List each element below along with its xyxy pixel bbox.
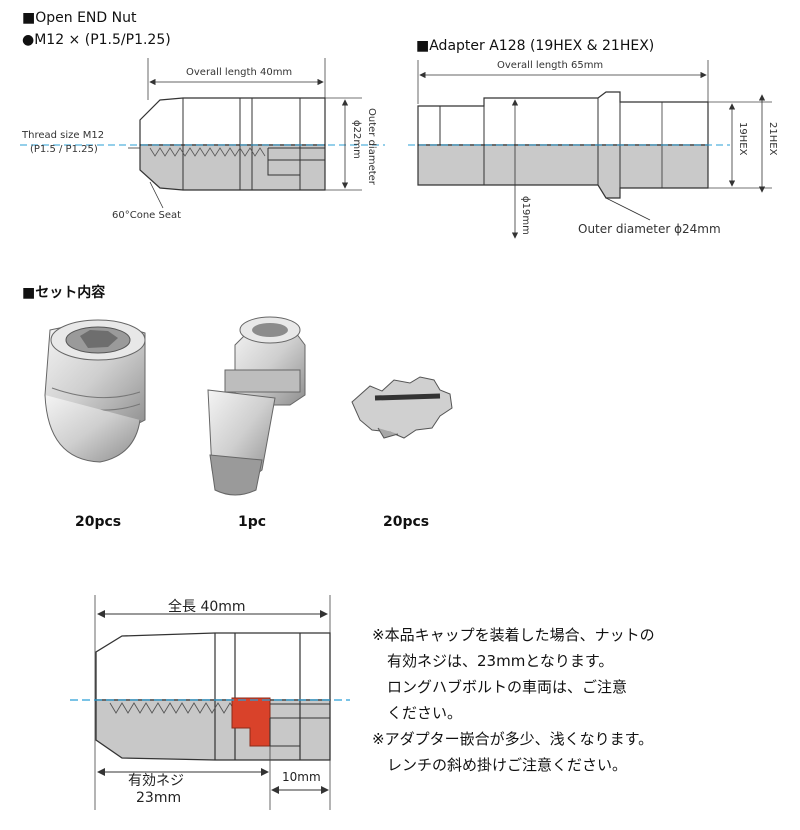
adapter-overall-length-label: Overall length 65mm — [497, 60, 604, 71]
nut-illustration — [44, 319, 146, 463]
cap-illustration — [351, 376, 453, 439]
cone-seat-label: 60°Cone Seat — [112, 210, 182, 221]
hex19-label: 19HEX — [737, 122, 748, 156]
adapter-quantity: 1pc — [238, 514, 267, 530]
thread-pitch-label: (P1.5 / P1.25) — [30, 144, 98, 155]
note-line: ください。 — [372, 704, 463, 722]
thread-size-label: Thread size M12 — [22, 130, 105, 141]
note-line: ※本品キャップを装着した場合、ナットの — [372, 626, 655, 644]
total-length-label: 全長 40mm — [168, 599, 246, 615]
set-contents-heading: ■セット内容 — [22, 285, 106, 301]
note-line: レンチの斜め掛けご注意ください。 — [372, 756, 628, 774]
nut-cap-section-drawing — [70, 595, 350, 810]
open-end-nut-drawing — [20, 58, 385, 209]
adapter-drawing — [408, 60, 772, 239]
ten-mm-label: 10mm — [282, 770, 321, 784]
nut-thread-spec: ●M12 × (P1.5/P1.25) — [22, 32, 171, 48]
note-line: 有効ネジは、23mmとなります。 — [372, 652, 614, 670]
effective-thread-label: 有効ネジ — [128, 773, 184, 789]
nut-quantity: 20pcs — [75, 514, 122, 530]
note-line: ※アダプター嵌合が多少、浅くなります。 — [372, 730, 654, 748]
diameter19-label: ϕ19mm — [520, 196, 531, 235]
hex21-label: 21HEX — [767, 122, 778, 156]
note-line: ロングハブボルトの車両は、ご注意 — [372, 678, 628, 696]
outer-diameter-value: ϕ22mm — [351, 120, 362, 159]
adapter-heading: ■Adapter A128 (19HEX & 21HEX) — [416, 38, 655, 54]
effective-thread-value: 23mm — [136, 790, 182, 806]
adapter-outer-diameter-label: Outer diameter ϕ24mm — [578, 222, 721, 236]
adapter-illustration — [207, 316, 306, 496]
outer-diameter-label: Outer diameter — [366, 108, 377, 185]
nut-heading: ■Open END Nut — [22, 10, 137, 26]
cap-quantity: 20pcs — [383, 514, 430, 530]
nut-overall-length-label: Overall length 40mm — [186, 67, 293, 78]
